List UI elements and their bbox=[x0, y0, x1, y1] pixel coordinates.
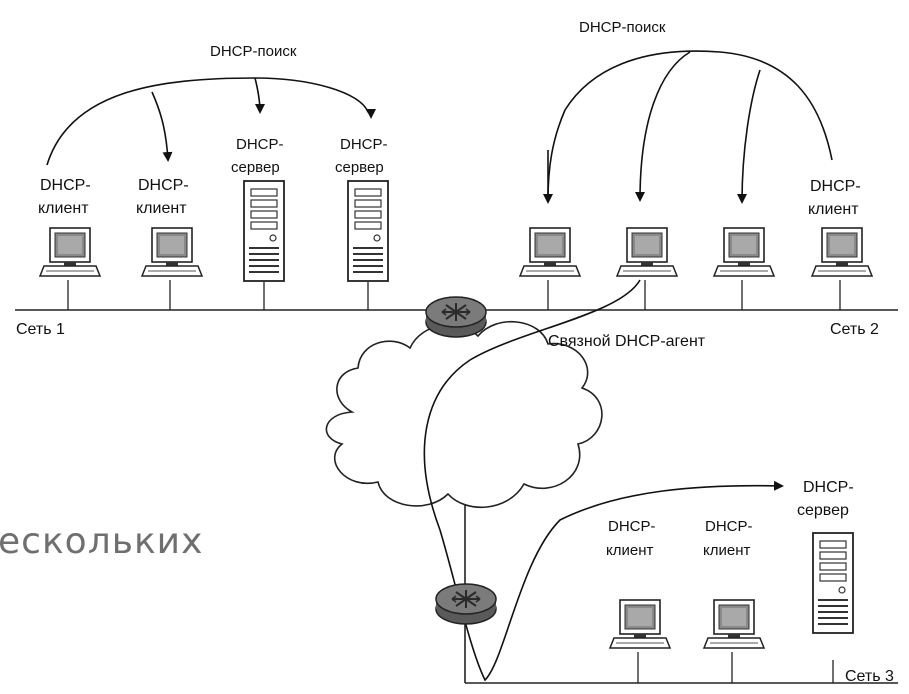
discover-arrow-to-client bbox=[151, 91, 173, 162]
computer-icon bbox=[141, 227, 203, 277]
computer-icon bbox=[811, 227, 873, 277]
computer-icon bbox=[616, 227, 678, 277]
server-icon bbox=[812, 532, 854, 634]
client-label: клиент bbox=[136, 200, 187, 217]
computer-icon bbox=[713, 227, 775, 277]
server-label: сервер bbox=[797, 502, 849, 519]
client-label: клиент bbox=[606, 542, 653, 559]
discover-label-right: DHCP-поиск bbox=[579, 19, 666, 36]
router-icon bbox=[435, 583, 497, 625]
server-icon bbox=[243, 180, 285, 282]
discover-arrow-to-server-2 bbox=[365, 108, 376, 119]
client-label: клиент bbox=[808, 201, 859, 218]
computer-icon bbox=[39, 227, 101, 277]
discover-arc-left bbox=[46, 77, 369, 166]
server-label: DHCP- bbox=[340, 136, 388, 153]
client-label: DHCP- bbox=[608, 518, 656, 535]
network-label-3: Сеть 3 bbox=[845, 668, 894, 685]
device-wires bbox=[67, 280, 841, 683]
relay-agent-label: Связной DHCP-агент bbox=[548, 333, 706, 350]
discover-arrow-right-3 bbox=[737, 69, 761, 204]
router-icon bbox=[425, 296, 487, 338]
discover-label-left: DHCP-поиск bbox=[210, 43, 297, 60]
client-label: DHCP- bbox=[705, 518, 753, 535]
discover-arrow-to-server-1 bbox=[254, 77, 265, 114]
computer-icon bbox=[609, 599, 671, 649]
discover-arc-right bbox=[547, 50, 833, 201]
server-label: сервер bbox=[231, 159, 280, 176]
discover-arrow-right-2 bbox=[635, 51, 691, 202]
computer-icon bbox=[519, 227, 581, 277]
client-label: клиент bbox=[703, 542, 750, 559]
server-label: сервер bbox=[335, 159, 384, 176]
server-icon bbox=[347, 180, 389, 282]
network-label-1: Сеть 1 bbox=[16, 321, 65, 338]
client-label: клиент bbox=[38, 200, 89, 217]
client-label: DHCP- bbox=[40, 177, 91, 194]
watermark-text: ескольких bbox=[0, 521, 203, 562]
network-label-2: Сеть 2 bbox=[830, 321, 879, 338]
computer-icon bbox=[703, 599, 765, 649]
client-label: DHCP- bbox=[138, 177, 189, 194]
server-label: DHCP- bbox=[236, 136, 284, 153]
cloud-icon bbox=[325, 321, 603, 509]
server-label: DHCP- bbox=[803, 479, 854, 496]
client-label: DHCP- bbox=[810, 178, 861, 195]
